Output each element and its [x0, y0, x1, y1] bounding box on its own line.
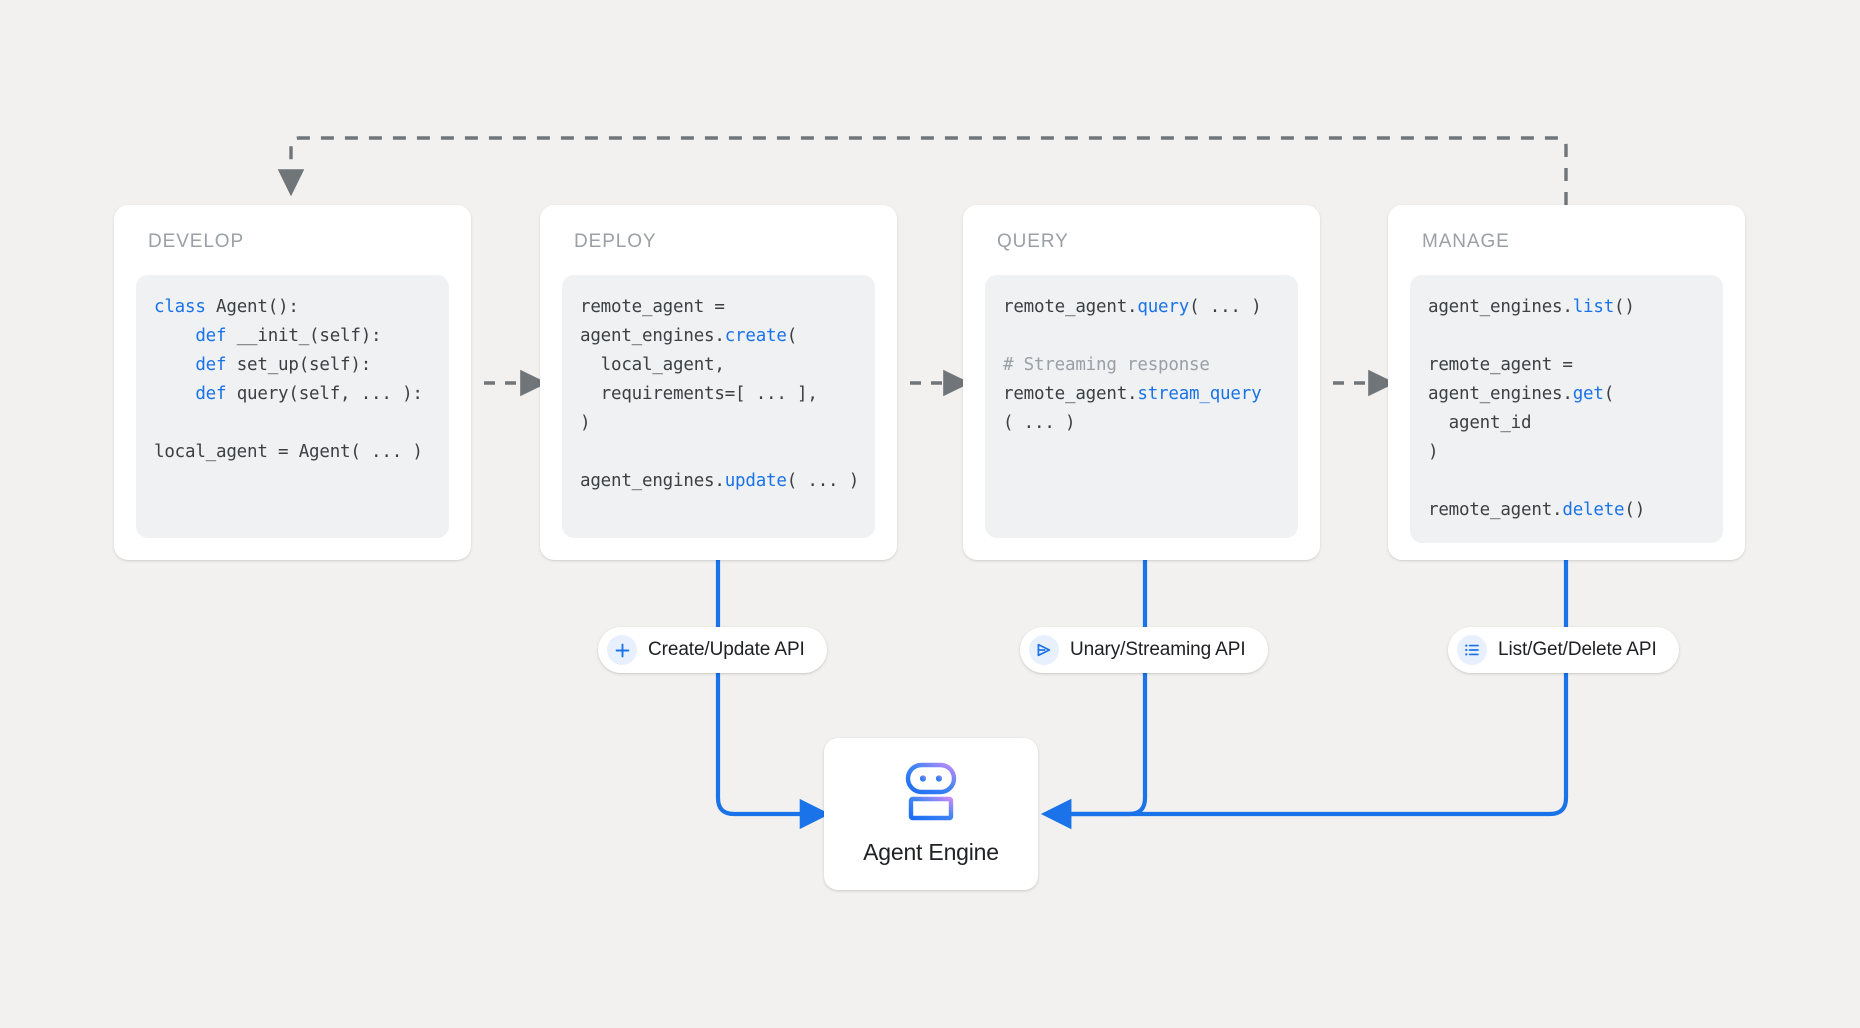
- api-pill-unary-streaming[interactable]: Unary/Streaming API: [1020, 627, 1268, 673]
- code-block-develop: class Agent(): def __init_(self): def se…: [136, 275, 449, 538]
- send-icon: [1029, 635, 1059, 665]
- api-pill-create-update[interactable]: Create/Update API: [598, 627, 827, 673]
- stage-title-develop: DEVELOP: [148, 231, 245, 252]
- robot-icon: [899, 762, 963, 827]
- api-pill-label: List/Get/Delete API: [1498, 639, 1657, 660]
- agent-engine-node[interactable]: Agent Engine: [824, 738, 1038, 890]
- code-block-manage: agent_engines.list() remote_agent = agen…: [1410, 275, 1723, 543]
- stage-card-query[interactable]: QUERY remote_agent.query( ... ) # Stream…: [963, 205, 1320, 560]
- list-icon: [1457, 635, 1487, 665]
- api-pill-label: Create/Update API: [648, 639, 805, 660]
- wire-deploy-to-agent-engine: [715, 560, 830, 830]
- code-block-deploy: remote_agent = agent_engines.create( loc…: [562, 275, 875, 538]
- stage-card-manage[interactable]: MANAGE agent_engines.list() remote_agent…: [1388, 205, 1745, 560]
- wire-manage-to-agent-engine: [1041, 560, 1569, 830]
- stage-title-manage: MANAGE: [1422, 231, 1510, 252]
- api-pill-label: Unary/Streaming API: [1070, 639, 1246, 660]
- agent-engine-label: Agent Engine: [863, 839, 999, 865]
- stage-card-develop[interactable]: DEVELOP class Agent(): def __init_(self)…: [114, 205, 471, 560]
- flow-manage-to-develop: [277, 136, 1568, 205]
- stage-title-query: QUERY: [997, 231, 1069, 252]
- plus-icon: [607, 635, 637, 665]
- code-text-manage: agent_engines.list() remote_agent = agen…: [1428, 297, 1646, 520]
- code-text-query: remote_agent.query( ... ) # Streaming re…: [1003, 297, 1262, 433]
- stage-card-deploy[interactable]: DEPLOY remote_agent = agent_engines.crea…: [540, 205, 897, 560]
- wire-query-to-agent-engine: [1041, 560, 1148, 830]
- stage-title-deploy: DEPLOY: [574, 231, 657, 252]
- code-block-query: remote_agent.query( ... ) # Streaming re…: [985, 275, 1298, 538]
- api-pill-list-get-delete[interactable]: List/Get/Delete API: [1448, 627, 1679, 673]
- code-text-deploy: remote_agent = agent_engines.create( loc…: [580, 297, 860, 491]
- code-text-develop: class Agent(): def __init_(self): def se…: [154, 297, 423, 462]
